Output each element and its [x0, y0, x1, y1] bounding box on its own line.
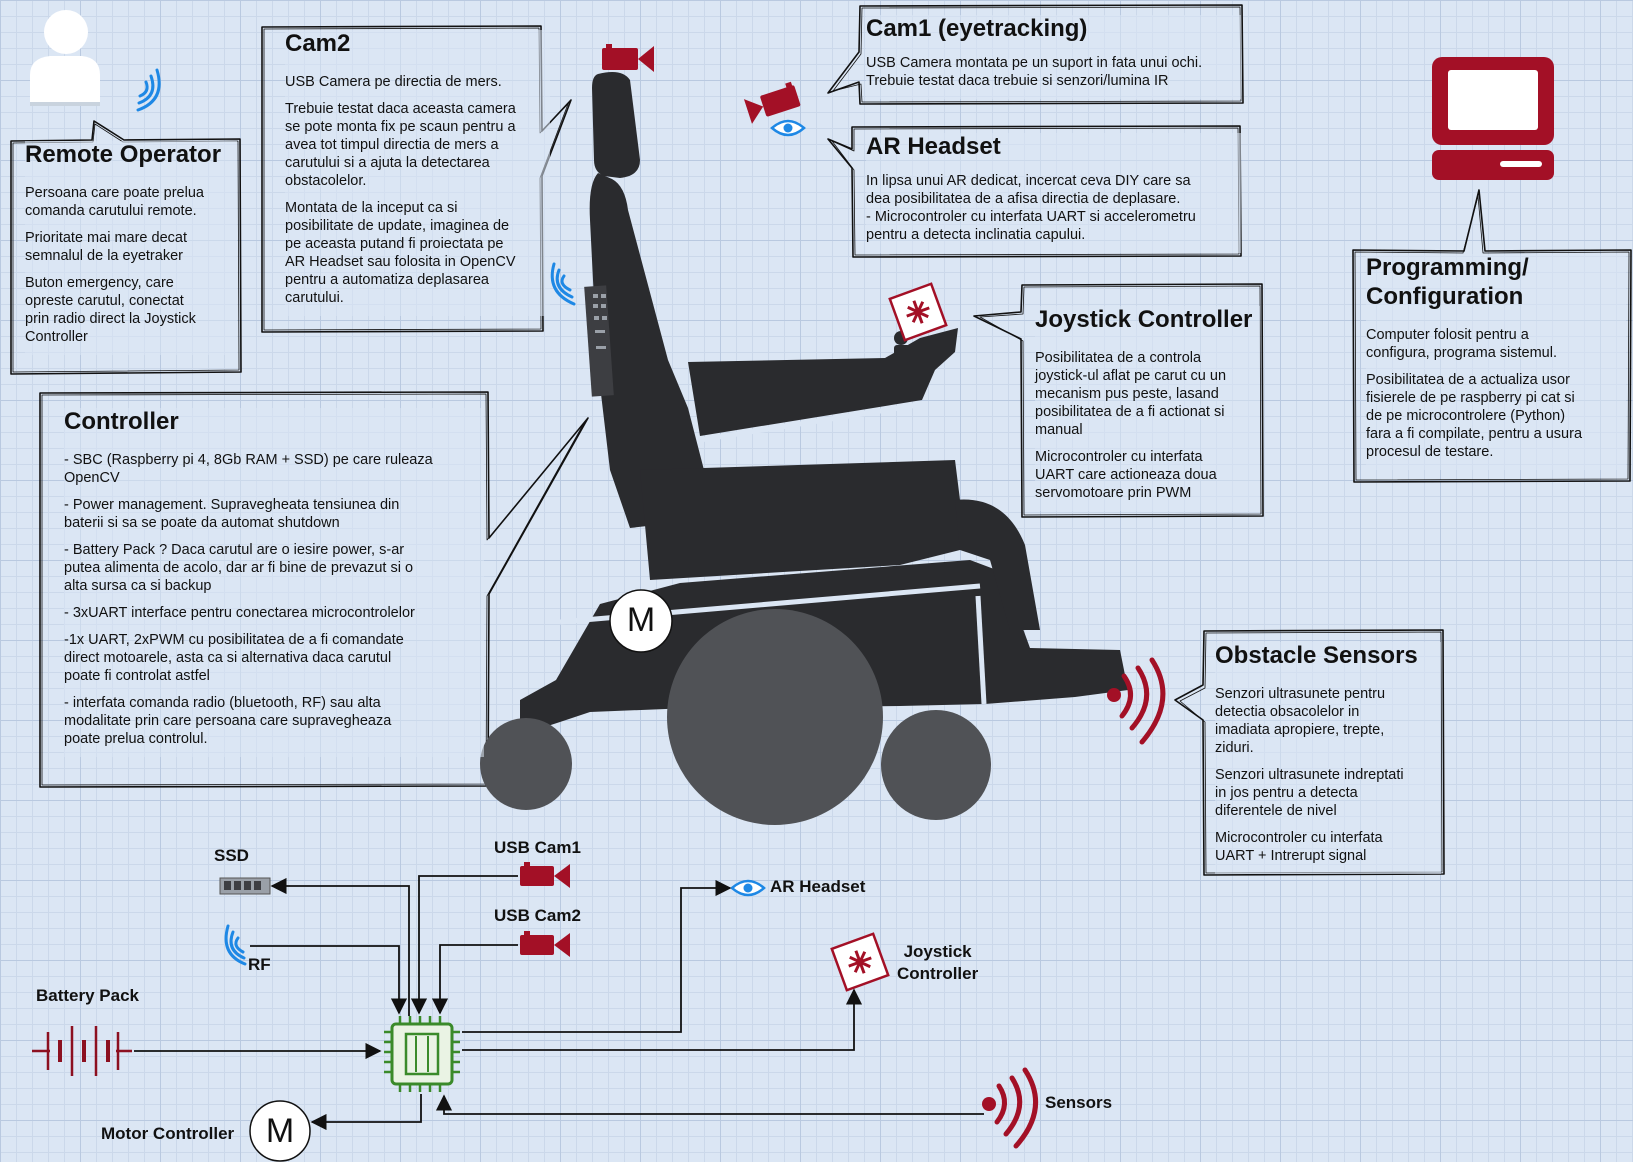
joystick-icon: [888, 282, 948, 342]
camera-cam1-icon: [743, 81, 801, 124]
wifi-chair-icon: [550, 262, 576, 306]
callout-paragraph: Microcontroler cu interfata UART + Intre…: [1215, 829, 1383, 864]
label-motor-controller: Motor Controller: [101, 1124, 235, 1143]
callout-title: AR Headset: [866, 133, 1001, 160]
label-rf: RF: [248, 955, 271, 974]
wheelchair-headrest: [592, 72, 640, 178]
motor-controller-letter: M: [265, 1112, 295, 1150]
camera-cam2-icon: [602, 44, 654, 72]
callout-paragraph: Senzori ultrasunete pentru detectia obsa…: [1215, 685, 1386, 756]
callout-controller: Controller - SBC (Raspberry pi 4, 8Gb RA…: [64, 408, 484, 757]
microchip-icon: [384, 1016, 460, 1092]
wire-ar: [462, 879, 732, 1033]
callout-paragraph: Senzori ultrasunete indreptati in jos pe…: [1215, 766, 1404, 819]
monitor-icon: [1432, 57, 1554, 180]
label-usb-cam2: USB Cam2: [494, 906, 581, 925]
callout-border-remote-operator: [10, 120, 242, 375]
joystick-bottom-icon: [830, 932, 890, 992]
callout-paragraph: Posibilitatea de a actualiza usor fisier…: [1366, 371, 1583, 460]
wheelchair-legrest: [955, 499, 1040, 630]
callout-title: Cam2: [285, 30, 351, 57]
chair-motor-icon: [609, 589, 673, 653]
callout-paragraph: Posibilitatea de a controla joystick-ul …: [1035, 349, 1227, 438]
motor-controller-icon: [249, 1100, 311, 1162]
label-joystick-controller: Joystick Controller: [897, 942, 979, 983]
sbc-board-icon: [584, 285, 614, 397]
wire-rf: [250, 945, 408, 1015]
ssd-icon: [219, 877, 271, 895]
wheelchair-backrest: [589, 173, 704, 528]
callout-paragraph: Trebuie testat daca aceasta camera se po…: [285, 100, 516, 189]
wheelchair-seat: [640, 460, 960, 580]
callout-paragraph: - SBC (Raspberry pi 4, 8Gb RAM + SSD) pe…: [64, 451, 433, 486]
callout-title: Obstacle Sensors: [1215, 642, 1418, 669]
user-icon: [30, 10, 100, 106]
wire-cam1: [410, 875, 518, 1015]
callout-paragraph: USB Camera montata pe un suport in fata …: [866, 54, 1203, 89]
callout-border-joystick: [973, 283, 1264, 518]
callout-title: Programming/ Configuration: [1366, 254, 1529, 310]
callout-cam2: Cam2 USB Camera pe directia de mers. Tre…: [285, 30, 550, 316]
callout-paragraph: USB Camera pe directia de mers.: [285, 73, 502, 90]
usb-cam2-icon: [520, 931, 570, 957]
callout-title: Joystick Controller: [1035, 306, 1253, 333]
callout-paragraph: Microcontroler cu interfata UART care ac…: [1035, 448, 1217, 501]
callout-programming: Programming/ Configuration Computer folo…: [1366, 254, 1626, 470]
wire-joystick: [462, 988, 863, 1051]
eye-icon: [770, 119, 806, 137]
callout-paragraph: In lipsa unui AR dedicat, incercat ceva …: [866, 172, 1196, 243]
callout-paragraph: Computer folosit pentru a configura, pro…: [1366, 326, 1557, 361]
wheelchair-illustration: [480, 72, 1128, 825]
rf-wifi-icon: [224, 924, 247, 966]
callout-paragraph: Buton emergency, care opreste carutul, c…: [25, 274, 196, 345]
callout-paragraph: - Power management. Supravegheata tensiu…: [64, 496, 400, 531]
callout-cam1: Cam1 (eyetracking) USB Camera montata pe…: [866, 15, 1241, 99]
ar-eye-icon: [730, 879, 766, 897]
wheel-front-small: [881, 710, 991, 820]
callout-paragraph: - 3xUART interface pentru conectarea mic…: [64, 604, 415, 621]
battery-icon: [32, 1026, 132, 1076]
label-sensors: Sensors: [1045, 1093, 1113, 1112]
label-usb-cam1: USB Cam1: [494, 838, 581, 857]
usb-cam1-icon: [520, 862, 570, 888]
wheel-main: [667, 609, 883, 825]
callout-border-controller: [39, 391, 589, 788]
callout-remote-operator: Remote Operator Persoana care poate prel…: [25, 141, 237, 355]
callout-paragraph: Persoana care poate prelua comanda carut…: [25, 184, 204, 219]
chair-motor-label: M: [626, 601, 656, 639]
callout-paragraph: Prioritate mai mare decat semnalul de la…: [25, 229, 187, 264]
wire-cam2: [431, 944, 518, 1015]
ultrasonic-icon: [1107, 657, 1166, 745]
callout-obstacle-sensors: Obstacle Sensors Senzori ultrasunete pen…: [1215, 642, 1441, 874]
wheel-rear-small: [480, 718, 572, 810]
wire-ssd: [270, 877, 410, 1016]
label-ssd: SSD: [214, 846, 249, 865]
callout-border-cam1: [827, 4, 1244, 105]
callout-title: Cam1 (eyetracking): [866, 15, 1088, 42]
wifi-icon: [136, 68, 161, 112]
callout-paragraph: Montata de la inceput ca si posibilitate…: [285, 199, 516, 306]
callout-title: Controller: [64, 408, 179, 435]
callout-border-obstacle: [1174, 629, 1445, 876]
callout-paragraph: -1x UART, 2xPWM cu posibilitatea de a fi…: [64, 631, 404, 684]
callout-paragraph: - Battery Pack ? Daca carutul are o iesi…: [64, 541, 414, 594]
callout-title: Remote Operator: [25, 141, 222, 168]
wire-sensors: [435, 1094, 984, 1115]
callout-joystick: Joystick Controller Posibilitatea de a c…: [1035, 306, 1260, 511]
callout-paragraph: - interfata comanda radio (bluetooth, RF…: [64, 694, 392, 747]
wire-motor: [310, 1094, 422, 1131]
wheelchair-armrest: [688, 328, 958, 436]
label-battery-pack: Battery Pack: [36, 986, 140, 1005]
callout-ar-headset: AR Headset In lipsa unui AR dedicat, inc…: [866, 133, 1241, 253]
sensors-icon: [982, 1067, 1039, 1149]
label-ar-headset: AR Headset: [770, 877, 866, 896]
